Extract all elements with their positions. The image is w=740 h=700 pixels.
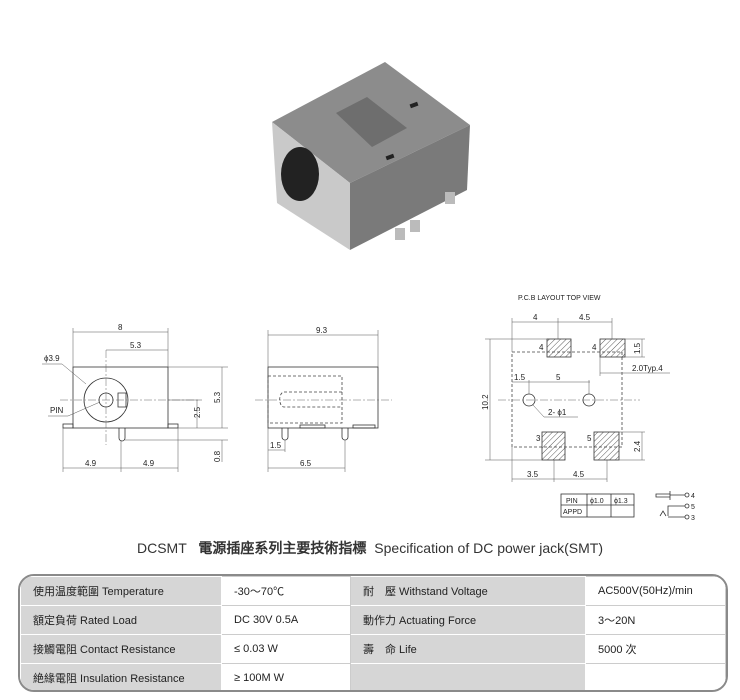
title-chinese: 電源插座系列主要技術指標 [198, 540, 367, 556]
spec-table: 使用温度範圍 Temperature -30～70℃ 耐 壓 Withstand… [18, 574, 728, 692]
dim-right-half: 4.9 [143, 459, 155, 468]
pad-label-3: 3 [536, 434, 541, 443]
spec-value: DC 30V 0.5A [221, 605, 351, 635]
table-row: 額定負荷 Rated Load DC 30V 0.5A 動作力 Actuatin… [20, 605, 726, 635]
dim-pad-height: 1.5 [633, 342, 642, 354]
dim-height: 5.3 [213, 391, 222, 403]
pcb-title: P.C.B LAYOUT TOP VIEW [518, 295, 601, 302]
schematic-pin-4: 4 [691, 493, 695, 500]
spec-value: 5000 次 [585, 634, 726, 664]
spec-label: 額定負荷 Rated Load [20, 605, 222, 635]
dim-left-half: 4.9 [85, 459, 97, 468]
dim-bottom-right: 4.5 [573, 470, 585, 479]
spec-value: 3～20N [585, 605, 726, 635]
dim-bottom-left: 3.5 [527, 470, 539, 479]
pin-table-header: ϕ1.0 [590, 498, 604, 505]
pad-label-4a: 4 [539, 343, 544, 352]
dim-hole-spacing: 5 [556, 373, 561, 382]
spec-label: 壽 命 Life [350, 634, 586, 664]
spec-label: 接觸電阻 Contact Resistance [20, 634, 222, 664]
table-row: 絶緣電阻 Insulation Resistance ≥ 100M W [20, 663, 726, 690]
pin-label: PIN [50, 406, 64, 415]
spec-label: 使用温度範圍 Temperature [20, 576, 222, 606]
pad-label-5: 5 [587, 434, 592, 443]
pcb-layout-drawing: P.C.B LAYOUT TOP VIEW 4 4 3 5 4 4.5 1.5 … [481, 295, 670, 482]
spec-value: ≤ 0.03 W [221, 634, 351, 664]
spec-label [350, 663, 586, 690]
pin-table-row-label: APPD [563, 509, 582, 516]
pin-table-header: ϕ1.3 [614, 498, 628, 505]
spec-title: DCSMT 電源插座系列主要技術指標 Specification of DC p… [0, 538, 740, 558]
product-photo [272, 62, 470, 250]
dim-pin-height: 2.5 [193, 406, 202, 418]
spec-label: 絶緣電阻 Insulation Resistance [20, 663, 222, 690]
dim-width: 8 [118, 323, 123, 332]
technical-drawings: 8 5.3 ϕ3.9 PIN 2.5 5.3 0.8 4.9 4.9 9.3 1… [42, 62, 695, 522]
side-view-drawing: 9.3 1.5 6.5 [255, 326, 392, 472]
front-view-drawing: 8 5.3 ϕ3.9 PIN 2.5 5.3 0.8 4.9 4.9 [42, 323, 228, 472]
dim-hole-offset: 1.5 [514, 373, 526, 382]
model-name: DCSMT [136, 540, 187, 556]
table-row: 使用温度範圍 Temperature -30～70℃ 耐 壓 Withstand… [20, 576, 726, 606]
dim-top-right: 4.5 [579, 313, 591, 322]
pad-label-4b: 4 [592, 343, 597, 352]
table-row: 接觸電阻 Contact Resistance ≤ 0.03 W 壽 命 Lif… [20, 634, 726, 664]
spec-value: -30～70℃ [221, 576, 351, 606]
pin-table-header: PIN [566, 498, 578, 505]
title-english: Specification of DC power jack(SMT) [374, 540, 604, 556]
dim-pin-length: 0.8 [213, 450, 222, 462]
schematic-symbol: 4 5 3 [655, 491, 695, 522]
dim-typ: 2.0Typ.4 [632, 364, 663, 373]
dim-holes: 2- ϕ1 [548, 408, 567, 417]
dim-pin-offset: 1.5 [270, 441, 282, 450]
dim-offset: 5.3 [130, 341, 142, 350]
dim-diameter: ϕ3.9 [44, 354, 60, 363]
spec-value: ≥ 100M W [221, 663, 351, 690]
dim-pad-bottom-height: 2.4 [633, 440, 642, 452]
dim-top-left: 4 [533, 313, 538, 322]
dim-pin-spacing: 6.5 [300, 459, 312, 468]
spec-value: AC500V(50Hz)/min [585, 576, 726, 606]
pin-table: PIN ϕ1.0 ϕ1.3 APPD [560, 493, 635, 518]
spec-value [585, 663, 726, 690]
schematic-pin-5: 5 [691, 504, 695, 511]
dim-total-height: 10.2 [481, 394, 490, 410]
spec-label: 耐 壓 Withstand Voltage [350, 576, 586, 606]
dim-length: 9.3 [316, 326, 328, 335]
spec-label: 動作力 Actuating Force [350, 605, 586, 635]
schematic-pin-3: 3 [691, 515, 695, 522]
